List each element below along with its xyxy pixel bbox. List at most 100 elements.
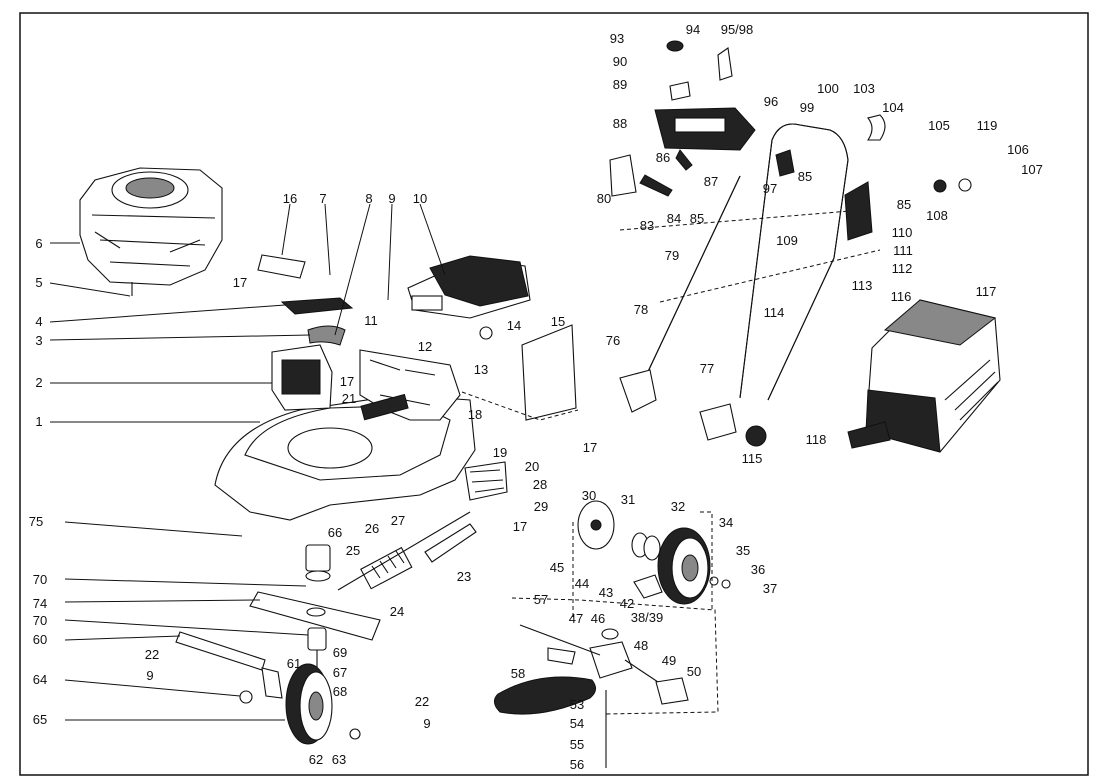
callout-label: 77 bbox=[700, 361, 714, 376]
rear-wheel-part bbox=[577, 500, 731, 605]
callout-label: 17 bbox=[340, 374, 354, 389]
callout-label: 85 bbox=[897, 197, 911, 212]
grass-bag-part bbox=[847, 299, 1001, 453]
callout-label: 117 bbox=[976, 284, 997, 299]
callout-label: 104 bbox=[882, 100, 904, 115]
callout-label: 114 bbox=[764, 305, 785, 320]
callout-label: 94 bbox=[686, 22, 700, 37]
callout-label: 53 bbox=[570, 697, 584, 712]
callout-label: 84 bbox=[667, 211, 681, 226]
callout-label: 83 bbox=[640, 218, 654, 233]
gearbox-part bbox=[494, 624, 689, 768]
callout-label: 79 bbox=[665, 248, 679, 263]
callout-label: 6 bbox=[35, 236, 42, 251]
callout-label: 88 bbox=[613, 116, 627, 131]
callout-label: 50 bbox=[687, 664, 701, 679]
callout-label: 90 bbox=[613, 54, 627, 69]
callout-label: 22 bbox=[415, 694, 429, 709]
callout-label: 76 bbox=[606, 333, 620, 348]
callout-label: 86 bbox=[656, 150, 670, 165]
callout-label: 100 bbox=[817, 81, 839, 96]
callout-label: 95/98 bbox=[721, 22, 754, 37]
callout-label: 22 bbox=[145, 647, 159, 662]
callout-label: 27 bbox=[391, 513, 405, 528]
callout-label: 115 bbox=[742, 451, 763, 466]
callout-label: 105 bbox=[928, 118, 950, 133]
callout-label: 48 bbox=[634, 638, 648, 653]
callout-label: 107 bbox=[1021, 162, 1043, 177]
callout-label: 23 bbox=[457, 569, 471, 584]
callout-label: 70 bbox=[33, 613, 47, 628]
callout-label: 62 bbox=[309, 752, 323, 767]
handle-part bbox=[619, 123, 849, 447]
callout-label: 78 bbox=[634, 302, 648, 317]
callout-label: 118 bbox=[806, 432, 827, 447]
callout-label: 32 bbox=[671, 499, 685, 514]
callout-label: 16 bbox=[283, 191, 297, 206]
engine-part bbox=[79, 167, 223, 296]
callout-label: 12 bbox=[418, 339, 432, 354]
callout-label: 13 bbox=[474, 362, 488, 377]
callout-label: 74 bbox=[33, 596, 47, 611]
callout-label: 87 bbox=[704, 174, 718, 189]
callout-label: 46 bbox=[591, 611, 605, 626]
callout-label: 7 bbox=[319, 191, 326, 206]
callout-label: 112 bbox=[892, 261, 913, 276]
callout-label: 56 bbox=[570, 757, 584, 772]
callout-label: 20 bbox=[525, 459, 539, 474]
callout-label: 26 bbox=[365, 521, 379, 536]
height-adjuster-part bbox=[464, 461, 508, 501]
diagram-border bbox=[19, 12, 1089, 776]
callout-label: 119 bbox=[977, 118, 998, 133]
callout-label: 69 bbox=[333, 645, 347, 660]
callout-label: 21 bbox=[342, 391, 356, 406]
leader-lines bbox=[49, 203, 446, 721]
callout-label: 108 bbox=[926, 208, 948, 223]
callout-label: 9 bbox=[146, 668, 153, 683]
callout-label: 25 bbox=[346, 543, 360, 558]
callout-label: 106 bbox=[1007, 142, 1029, 157]
callout-label: 38/39 bbox=[631, 610, 664, 625]
callout-label: 3 bbox=[35, 333, 42, 348]
rear-housing-part bbox=[407, 255, 531, 340]
callout-label: 9 bbox=[423, 716, 430, 731]
callout-label: 99 bbox=[800, 100, 814, 115]
callout-label: 49 bbox=[662, 653, 676, 668]
control-panel-part bbox=[609, 40, 972, 241]
callout-label: 57 bbox=[534, 592, 548, 607]
callout-label: 34 bbox=[719, 515, 733, 530]
callout-label: 68 bbox=[333, 684, 347, 699]
callout-label: 29 bbox=[534, 499, 548, 514]
callout-label: 10 bbox=[413, 191, 427, 206]
callout-label: 96 bbox=[764, 94, 778, 109]
callout-label: 11 bbox=[364, 313, 378, 328]
callout-label: 17 bbox=[583, 440, 597, 455]
callout-label: 37 bbox=[763, 581, 777, 596]
callout-label: 75 bbox=[29, 514, 43, 529]
callout-label: 8 bbox=[365, 191, 372, 206]
callout-label: 28 bbox=[533, 477, 547, 492]
rear-axle-part bbox=[337, 511, 477, 591]
callout-label: 4 bbox=[35, 314, 42, 329]
callout-label: 9 bbox=[388, 191, 395, 206]
callout-label: 5 bbox=[35, 275, 42, 290]
callout-label: 17 bbox=[513, 519, 527, 534]
mower-deck-part bbox=[214, 349, 476, 521]
callout-label: 30 bbox=[582, 488, 596, 503]
callout-label: 31 bbox=[621, 492, 635, 507]
callout-label: 63 bbox=[332, 752, 346, 767]
callout-label: 85 bbox=[798, 169, 812, 184]
callout-label: 65 bbox=[33, 712, 47, 727]
callout-label: 42 bbox=[620, 596, 634, 611]
callout-label: 60 bbox=[33, 632, 47, 647]
callout-label: 93 bbox=[610, 31, 624, 46]
deflector-parts bbox=[257, 254, 354, 411]
callout-label: 58 bbox=[511, 666, 525, 681]
callout-label: 61 bbox=[287, 656, 301, 671]
callout-label: 35 bbox=[736, 543, 750, 558]
callout-label: 17 bbox=[233, 275, 247, 290]
callout-label: 18 bbox=[468, 407, 482, 422]
callout-label: 111 bbox=[893, 243, 913, 258]
callout-label: 14 bbox=[507, 318, 521, 333]
